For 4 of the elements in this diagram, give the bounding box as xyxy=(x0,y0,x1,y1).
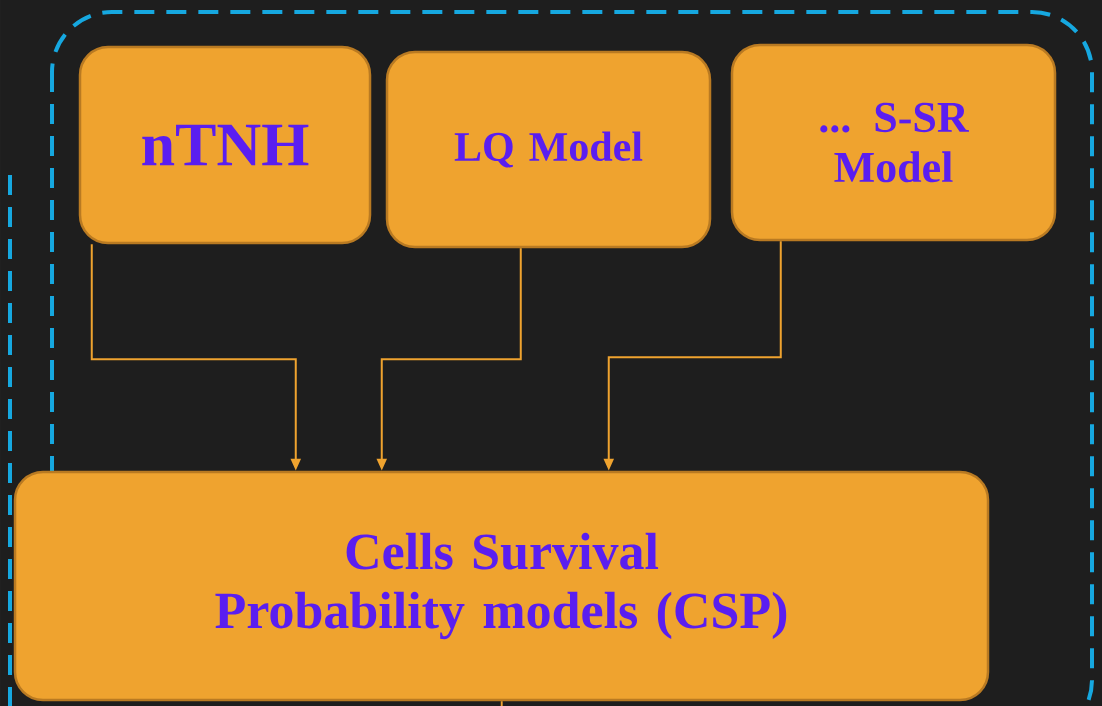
model-box: LQ Model xyxy=(385,50,712,249)
model-box: nTNH xyxy=(78,45,372,245)
model-box: ... S-SR Model xyxy=(730,43,1057,242)
model-box: Cells Survival Probability models (CSP) xyxy=(13,470,990,702)
